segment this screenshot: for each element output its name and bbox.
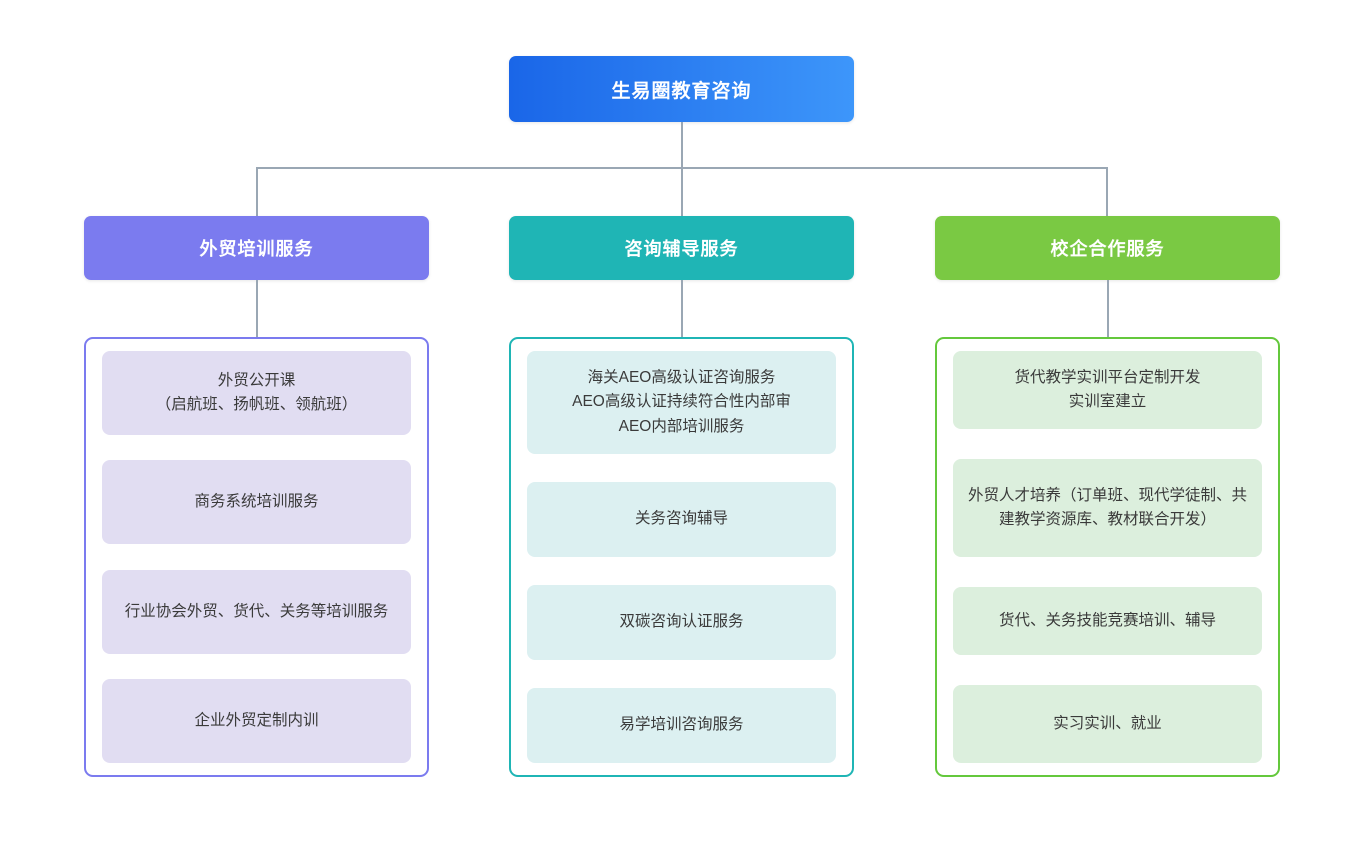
items-container-0: 外贸公开课 （启航班、扬帆班、领航班） 商务系统培训服务 行业协会外贸、货代、关… (84, 337, 429, 777)
branch-header-0[interactable]: 外贸培训服务 (84, 216, 429, 280)
item-card[interactable]: 货代教学实训平台定制开发 实训室建立 (953, 351, 1262, 429)
branch-header-label-1: 咨询辅导服务 (624, 239, 739, 259)
branch-column-1: 咨询辅导服务 海关AEO高级认证咨询服务 AEO高级认证持续符合性内部审 AEO… (509, 216, 854, 777)
branch-header-label-2: 校企合作服务 (1050, 239, 1165, 259)
item-card[interactable]: 外贸人才培养（订单班、现代学徒制、共建教学资源库、教材联合开发） (953, 459, 1262, 557)
connector-drop-branch-2 (1106, 167, 1108, 216)
item-card[interactable]: 海关AEO高级认证咨询服务 AEO高级认证持续符合性内部审 AEO内部培训服务 (527, 351, 836, 454)
connector-drop-branch-1 (681, 167, 683, 216)
items-container-1: 海关AEO高级认证咨询服务 AEO高级认证持续符合性内部审 AEO内部培训服务 … (509, 337, 854, 777)
item-card[interactable]: 实习实训、就业 (953, 685, 1262, 763)
root-node[interactable]: 生易圈教育咨询 (509, 56, 854, 122)
connector-branch-stub-1 (681, 280, 683, 337)
connector-root-vertical (681, 122, 683, 168)
items-container-2: 货代教学实训平台定制开发 实训室建立 外贸人才培养（订单班、现代学徒制、共建教学… (935, 337, 1280, 777)
item-card[interactable]: 行业协会外贸、货代、关务等培训服务 (102, 569, 411, 654)
root-node-label: 生易圈教育咨询 (611, 80, 752, 102)
connector-branch-stub-0 (256, 280, 258, 337)
item-card[interactable]: 企业外贸定制内训 (102, 678, 411, 763)
item-card[interactable]: 货代、关务技能竞赛培训、辅导 (953, 587, 1262, 655)
branch-column-2: 校企合作服务 货代教学实训平台定制开发 实训室建立 外贸人才培养（订单班、现代学… (935, 216, 1280, 777)
branch-header-label-0: 外贸培训服务 (199, 239, 314, 259)
item-card[interactable]: 易学培训咨询服务 (527, 688, 836, 763)
connector-branch-stub-2 (1107, 280, 1109, 337)
item-card[interactable]: 外贸公开课 （启航班、扬帆班、领航班） (102, 351, 411, 435)
item-card[interactable]: 双碳咨询认证服务 (527, 585, 836, 660)
branch-header-1[interactable]: 咨询辅导服务 (509, 216, 854, 280)
branch-column-0: 外贸培训服务 外贸公开课 （启航班、扬帆班、领航班） 商务系统培训服务 行业协会… (84, 216, 429, 777)
connector-drop-branch-0 (256, 167, 258, 216)
branch-header-2[interactable]: 校企合作服务 (935, 216, 1280, 280)
item-card[interactable]: 商务系统培训服务 (102, 460, 411, 545)
item-card[interactable]: 关务咨询辅导 (527, 482, 836, 557)
